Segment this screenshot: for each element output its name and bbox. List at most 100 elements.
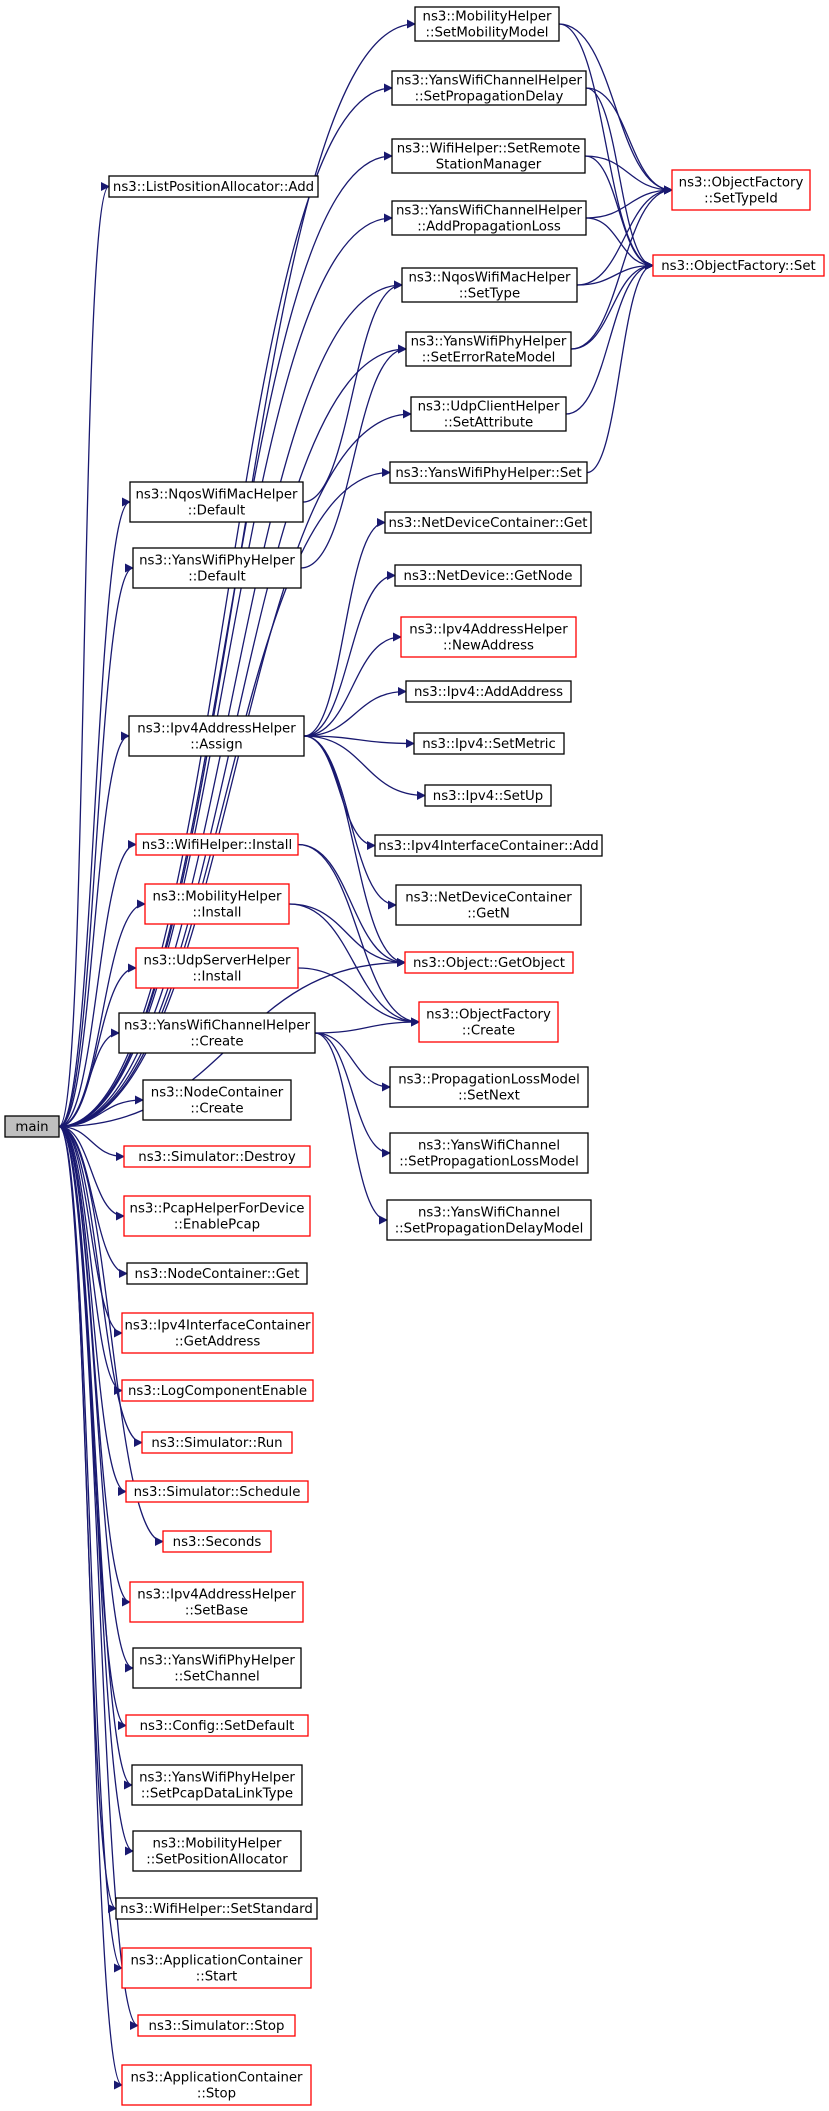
- node-label: ns3::MobilityHelper: [423, 10, 552, 25]
- node-main[interactable]: main: [4, 1115, 60, 1138]
- node-ipv4ic-getaddr[interactable]: ns3::Ipv4InterfaceContainer::GetAddress: [121, 1312, 314, 1354]
- node-label: ns3::Ipv4InterfaceContainer::Add: [378, 839, 598, 854]
- edge-udpc-setattr-to-of-set: [565, 260, 654, 415]
- node-label: ::Assign: [190, 738, 242, 753]
- node-log-enable[interactable]: ns3::LogComponentEnable: [121, 1379, 314, 1402]
- node-wifi-install[interactable]: ns3::WifiHelper::Install: [135, 833, 299, 856]
- node-nd-getnode[interactable]: ns3::NetDevice::GetNode: [394, 564, 582, 587]
- node-pcap-enable[interactable]: ns3::PcapHelperForDevice::EnablePcap: [123, 1195, 311, 1237]
- node-ywc-setploss[interactable]: ns3::YansWifiChannel::SetPropagationLoss…: [389, 1132, 589, 1174]
- edge-ipv4ah-assign-to-ipv4-setmetric: [303, 735, 415, 749]
- node-label: ::Start: [196, 1970, 237, 1985]
- node-box: [108, 175, 319, 198]
- node-nc-get[interactable]: ns3::NodeContainer::Get: [126, 1262, 308, 1285]
- node-mob-setposalloc[interactable]: ns3::MobilityHelper::SetPositionAllocato…: [132, 1830, 302, 1872]
- node-label: ns3::YansWifiPhyHelper: [139, 1771, 295, 1786]
- node-cfg-setdefault[interactable]: ns3::Config::SetDefault: [125, 1714, 309, 1737]
- node-seconds[interactable]: ns3::Seconds: [162, 1530, 272, 1553]
- node-ipv4ah-newaddr[interactable]: ns3::Ipv4AddressHelper::NewAddress: [400, 616, 577, 658]
- node-label: ns3::ApplicationContainer: [130, 2071, 303, 2086]
- node-ipv4-setup[interactable]: ns3::Ipv4::SetUp: [424, 784, 552, 807]
- node-label: ns3::PcapHelperForDevice: [130, 1202, 305, 1217]
- node-mob-install[interactable]: ns3::MobilityHelper::Install: [144, 883, 290, 925]
- node-box: [391, 200, 587, 236]
- node-ywch-setpropdelay[interactable]: ns3::YansWifiChannelHelper::SetPropagati…: [391, 70, 587, 106]
- edge-main-to-appc-start: [58, 1125, 123, 1973]
- node-mob-setmodel[interactable]: ns3::MobilityHelper::SetMobilityModel: [414, 6, 560, 42]
- edge-main-to-ywph-default: [58, 563, 134, 1128]
- edge-main-to-udpc-setattr: [58, 409, 412, 1128]
- node-label: ::AddPropagationLoss: [417, 220, 561, 235]
- node-ywc-setpdelay[interactable]: ns3::YansWifiChannel::SetPropagationDela…: [386, 1199, 592, 1241]
- edge-ywph-default-to-ywph-seterr: [300, 344, 407, 569]
- node-appc-start[interactable]: ns3::ApplicationContainer::Start: [121, 1947, 312, 1989]
- node-of-create[interactable]: ns3::ObjectFactory::Create: [418, 1001, 559, 1043]
- node-box: [394, 564, 582, 587]
- node-ipv4-setmetric[interactable]: ns3::Ipv4::SetMetric: [413, 732, 565, 755]
- edge-ywph-seterr-to-of-settypeid: [570, 185, 673, 350]
- edge-ywch-create-to-of-create: [314, 1017, 420, 1034]
- node-of-set[interactable]: ns3::ObjectFactory::Set: [652, 254, 825, 277]
- node-label: ::Default: [188, 504, 246, 519]
- node-ywph-setpcapdlt[interactable]: ns3::YansWifiPhyHelper::SetPcapDataLinkT…: [131, 1764, 303, 1806]
- edge-ipv4ah-assign-to-nd-getnode: [303, 570, 396, 737]
- node-ipv4ah-assign[interactable]: ns3::Ipv4AddressHelper::Assign: [128, 715, 305, 757]
- node-label: ns3::YansWifiPhyHelper: [139, 1654, 295, 1669]
- node-ywch-addproploss[interactable]: ns3::YansWifiChannelHelper::AddPropagati…: [391, 200, 587, 236]
- node-ipv4ah-setbase[interactable]: ns3::Ipv4AddressHelper::SetBase: [129, 1581, 304, 1623]
- node-box: [389, 461, 588, 484]
- node-box: [400, 616, 577, 658]
- node-sim-run[interactable]: ns3::Simulator::Run: [141, 1431, 293, 1454]
- node-box: [418, 1001, 559, 1043]
- node-nqos-settype[interactable]: ns3::NqosWifiMacHelper::SetType: [401, 267, 578, 303]
- node-label: ns3::YansWifiChannelHelper: [396, 204, 583, 219]
- edge-ywch-setpropdelay-to-of-settypeid: [585, 87, 673, 195]
- node-box: [401, 267, 578, 303]
- node-box: [162, 1530, 272, 1553]
- node-box: [384, 511, 592, 534]
- node-udps-install[interactable]: ns3::UdpServerHelper::Install: [135, 947, 299, 989]
- edge-ywch-setpropdelay-to-of-set: [585, 87, 654, 271]
- node-label: ns3::PropagationLossModel: [398, 1073, 580, 1088]
- edge-wifi-install-to-of-create: [297, 843, 420, 1027]
- node-udpc-setattr[interactable]: ns3::UdpClientHelper::SetAttribute: [410, 396, 567, 432]
- node-label: ::GetAddress: [175, 1335, 261, 1350]
- node-sim-schedule[interactable]: ns3::Simulator::Schedule: [125, 1480, 309, 1503]
- node-nc-create[interactable]: ns3::NodeContainer::Create: [142, 1079, 292, 1121]
- node-appc-stop[interactable]: ns3::ApplicationContainer::Stop: [121, 2064, 312, 2106]
- node-ipv4-addaddr[interactable]: ns3::Ipv4::AddAddress: [405, 680, 572, 703]
- node-ywph-seterr[interactable]: ns3::YansWifiPhyHelper::SetErrorRateMode…: [405, 331, 572, 367]
- edge-ywch-addproploss-to-of-set: [585, 217, 654, 271]
- edge-main-to-ywph-setchannel: [58, 1125, 134, 1673]
- node-ipv4ic-add[interactable]: ns3::Ipv4InterfaceContainer::Add: [374, 834, 603, 857]
- node-nqos-default[interactable]: ns3::NqosWifiMacHelper::Default: [129, 481, 304, 523]
- node-box: [389, 1132, 589, 1174]
- node-box: [424, 784, 552, 807]
- node-label: ::Install: [193, 970, 242, 985]
- node-label: ::SetTypeId: [704, 192, 778, 207]
- node-obj-getobj[interactable]: ns3::Object::GetObject: [404, 951, 574, 974]
- node-wifi-setstd[interactable]: ns3::WifiHelper::SetStandard: [115, 1897, 318, 1920]
- node-box: [389, 1066, 589, 1108]
- edge-main-to-log-enable: [58, 1125, 123, 1395]
- node-box: [125, 1714, 309, 1737]
- node-ywph-set[interactable]: ns3::YansWifiPhyHelper::Set: [389, 461, 588, 484]
- node-ndc-get[interactable]: ns3::NetDeviceContainer::Get: [384, 511, 592, 534]
- node-of-settypeid[interactable]: ns3::ObjectFactory::SetTypeId: [671, 169, 811, 211]
- node-box: [135, 947, 299, 989]
- node-ndc-getn[interactable]: ns3::NetDeviceContainer::GetN: [395, 884, 582, 926]
- node-plm-setnext[interactable]: ns3::PropagationLossModel::SetNext: [389, 1066, 589, 1108]
- node-box: [135, 833, 299, 856]
- node-label: ::Stop: [197, 2087, 236, 2102]
- node-sim-destroy[interactable]: ns3::Simulator::Destroy: [123, 1145, 311, 1168]
- edge-ywch-create-to-ywc-setpdelay: [314, 1032, 388, 1225]
- edge-nqos-settype-to-of-set: [576, 260, 654, 286]
- node-ywph-setchannel[interactable]: ns3::YansWifiPhyHelper::SetChannel: [132, 1647, 302, 1689]
- node-lpa-add[interactable]: ns3::ListPositionAllocator::Add: [108, 175, 319, 198]
- node-label: ns3::ListPositionAllocator::Add: [113, 180, 314, 195]
- node-ywph-default[interactable]: ns3::YansWifiPhyHelper::Default: [132, 547, 302, 589]
- node-label: ns3::WifiHelper::SetStandard: [120, 1902, 313, 1917]
- node-sim-stop[interactable]: ns3::Simulator::Stop: [137, 2014, 296, 2037]
- node-ywch-create[interactable]: ns3::YansWifiChannelHelper::Create: [118, 1012, 316, 1054]
